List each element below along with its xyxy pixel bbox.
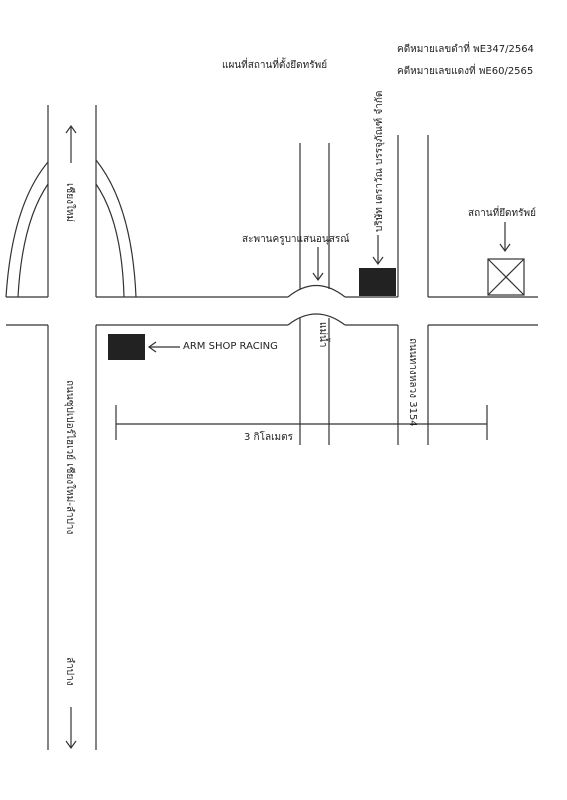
- arrow-down-icon: [372, 235, 384, 266]
- label-arm-shop: ARM SHOP RACING: [183, 341, 278, 352]
- arrow-down-icon: [312, 247, 324, 282]
- ramp-left-inner: [17, 183, 49, 298]
- arrow-left-icon: [147, 341, 180, 353]
- label-bridge: สะพานครูบาแสนอนุสรณ์: [242, 234, 350, 245]
- arrow-down-icon: [499, 222, 511, 253]
- bridge-bottom-arc: [287, 313, 346, 326]
- label-company: บริษัท เตราวัณ บรรจุภัณฑ์ จำกัด: [374, 90, 385, 232]
- arm-shop-building: [108, 334, 145, 360]
- company-building: [359, 268, 396, 296]
- arrow-down-icon: [65, 707, 77, 750]
- property-marker-icon: [487, 258, 525, 296]
- ramp-right-inner: [95, 183, 125, 298]
- case-red-number: คดีหมายเลขแดงที่ พE60/2565: [397, 66, 534, 77]
- label-seized-property: สถานที่ยึดทรัพย์: [468, 208, 536, 219]
- label-lampang: ลำปาง: [64, 657, 75, 686]
- label-highway-3154: ถนนทางหลวง 3154: [407, 338, 418, 427]
- ramp-right-outer: [95, 159, 137, 298]
- arrow-up-icon: [65, 124, 77, 163]
- label-chiang-mai: เชียงใหม่: [64, 183, 75, 223]
- ramp-left-outer: [5, 161, 49, 298]
- label-distance: 3 กิโลเมตร: [244, 432, 293, 443]
- case-black-number: คดีหมายเลขดำที่ พE347/2564: [397, 44, 534, 55]
- bridge-top-arc: [287, 285, 346, 298]
- map-title: แผนที่สถานที่ตั้งยึดทรัพย์: [222, 60, 328, 71]
- label-highway-main: ถนนซุปเปอร์ไฮเวย์ เชียงใหม่-ลำปาง: [64, 380, 75, 535]
- label-river: แม่น้ำ: [317, 322, 328, 348]
